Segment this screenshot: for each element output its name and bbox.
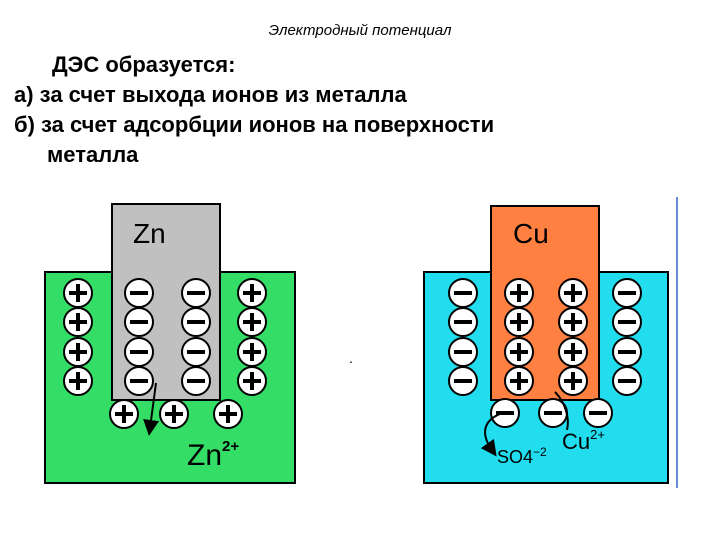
copper-ion-symbol: Cu bbox=[562, 429, 590, 454]
negative-ion-15 bbox=[181, 366, 211, 396]
positive-ion-13 bbox=[237, 366, 267, 396]
zinc-ion-charge: 2+ bbox=[222, 438, 239, 455]
positive-ion-9 bbox=[237, 337, 267, 367]
cation-arrow bbox=[554, 391, 569, 431]
negative-ion-3 bbox=[181, 278, 211, 308]
positive-ion-0 bbox=[63, 278, 93, 308]
negative-ion-0 bbox=[448, 278, 478, 308]
positive-ion-1 bbox=[237, 278, 267, 308]
sulfate-subscript: 4 bbox=[523, 447, 533, 467]
anion-arrow bbox=[480, 411, 506, 457]
negative-ion-11 bbox=[181, 337, 211, 367]
line-b-continued-text: металла bbox=[47, 142, 139, 167]
sulfate-label: SO4−2 bbox=[497, 445, 547, 467]
positive-ion-4 bbox=[63, 307, 93, 337]
zinc-ions bbox=[63, 278, 267, 429]
negative-ion-8 bbox=[448, 337, 478, 367]
zinc-ion-arrow bbox=[143, 382, 159, 436]
heading-text: ДЭС образуется: bbox=[52, 52, 236, 77]
positive-ion-3 bbox=[558, 278, 588, 308]
negative-ion-18 bbox=[583, 398, 613, 428]
copper-panel: Cu SO4−2 Cu2+ bbox=[423, 205, 669, 484]
negative-ion-7 bbox=[181, 307, 211, 337]
text-block: ДЭС образуется: а) за счет выхода ионов … bbox=[14, 50, 494, 170]
zinc-panel: Zn Zn2+ bbox=[44, 203, 296, 484]
negative-ion-10 bbox=[124, 337, 154, 367]
copper-ion-charge: 2+ bbox=[590, 427, 605, 442]
positive-ion-18 bbox=[213, 399, 243, 429]
negative-ion-1 bbox=[612, 278, 642, 308]
line-b-text: б) за счет адсорбции ионов на поверхност… bbox=[14, 112, 495, 137]
center-dot: . bbox=[349, 350, 353, 366]
zinc-electrode-label: Zn bbox=[133, 218, 166, 249]
zinc-ion-label: Zn2+ bbox=[187, 438, 239, 472]
negative-ion-5 bbox=[612, 307, 642, 337]
positive-ion-8 bbox=[63, 337, 93, 367]
negative-ion-12 bbox=[448, 366, 478, 396]
negative-ion-14 bbox=[124, 366, 154, 396]
negative-ion-17 bbox=[538, 398, 568, 428]
copper-ion-label: Cu2+ bbox=[562, 427, 605, 454]
slide-title: Электродный потенциал bbox=[268, 22, 452, 39]
copper-ions bbox=[448, 278, 642, 428]
positive-ion-5 bbox=[237, 307, 267, 337]
sulfate-charge: −2 bbox=[533, 445, 547, 459]
sulfate-symbol: SO bbox=[497, 447, 523, 467]
positive-ion-15 bbox=[558, 366, 588, 396]
zinc-ion-symbol: Zn bbox=[187, 439, 222, 472]
negative-ion-2 bbox=[124, 278, 154, 308]
positive-ion-11 bbox=[558, 337, 588, 367]
positive-ion-14 bbox=[504, 366, 534, 396]
copper-electrode-label: Cu bbox=[513, 218, 549, 249]
positive-ion-17 bbox=[159, 399, 189, 429]
positive-ion-12 bbox=[63, 366, 93, 396]
line-a-text: а) за счет выхода ионов из металла bbox=[14, 82, 407, 107]
negative-ion-4 bbox=[448, 307, 478, 337]
negative-ion-6 bbox=[124, 307, 154, 337]
positive-ion-7 bbox=[558, 307, 588, 337]
positive-ion-16 bbox=[109, 399, 139, 429]
positive-ion-6 bbox=[504, 307, 534, 337]
negative-ion-9 bbox=[612, 337, 642, 367]
positive-ion-10 bbox=[504, 337, 534, 367]
positive-ion-2 bbox=[504, 278, 534, 308]
negative-ion-13 bbox=[612, 366, 642, 396]
